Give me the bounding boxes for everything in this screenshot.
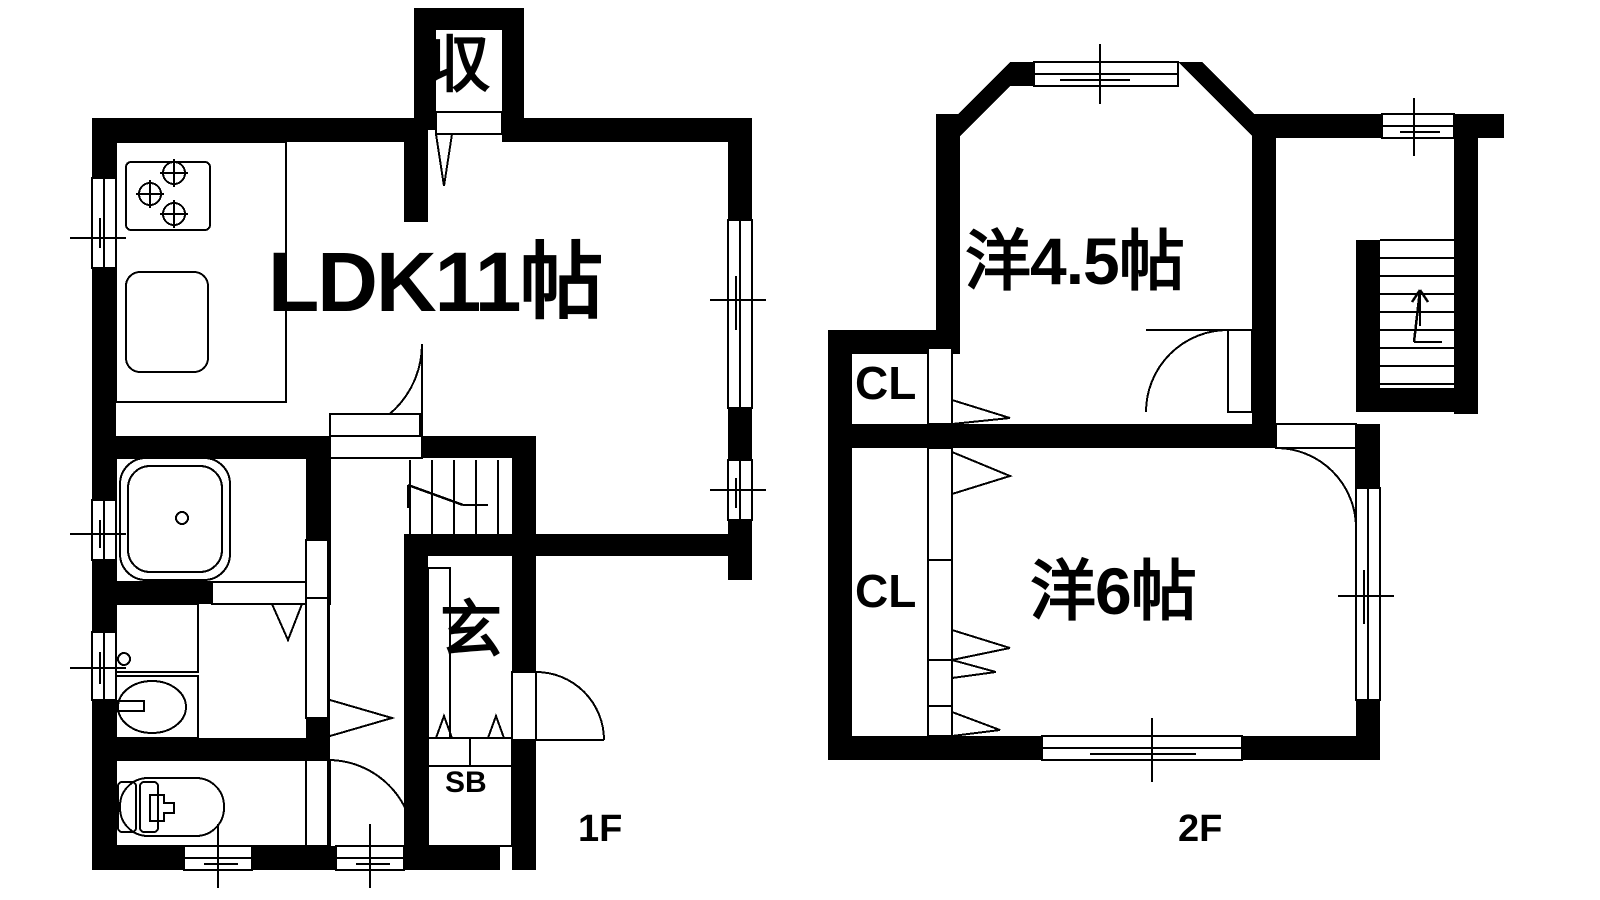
door-room-6 — [1275, 423, 1357, 529]
floor-1f-group — [70, 8, 766, 888]
room-label-entrance: 玄 — [440, 596, 503, 665]
window-bath-left — [70, 499, 126, 561]
door-ldk-hall — [329, 343, 423, 459]
window-entrance-bottom — [335, 824, 405, 888]
room-label-shoebox: SB — [445, 766, 487, 799]
window-ldk-right-lower — [710, 459, 766, 521]
door-bath — [211, 581, 331, 643]
window-stair-top — [1381, 98, 1455, 156]
bathtub-drain — [175, 511, 189, 525]
openings-2f — [927, 44, 1455, 782]
floor-label-1f: 1F — [578, 808, 623, 850]
room-label-western-6: 洋6帖 — [1030, 554, 1197, 628]
window-kitchen-left — [70, 177, 126, 269]
toilet — [149, 794, 175, 822]
closet-label-lower: CL — [855, 565, 917, 617]
door-washroom — [305, 539, 396, 737]
walls-1f — [92, 8, 752, 870]
hall-opening-upper — [329, 413, 421, 437]
shoe-box — [427, 713, 513, 847]
closet-doors-cl-upper — [927, 347, 1011, 425]
bay-window-top — [1033, 44, 1179, 104]
room-label-storage: 収 — [428, 31, 491, 100]
floor-label-2f: 2F — [1178, 808, 1223, 850]
window-toilet-bottom — [183, 824, 253, 888]
door-toilet — [305, 759, 415, 847]
floor-2f-group — [828, 44, 1504, 782]
room-label-ldk: LDK11帖 — [268, 235, 603, 329]
window-room6-bottom — [1041, 718, 1243, 782]
wash-basin — [117, 680, 187, 734]
closet-door-storage — [435, 111, 503, 187]
door-entrance — [511, 671, 605, 741]
openings-1f — [70, 111, 766, 888]
closet-label-upper: CL — [855, 357, 917, 409]
door-room-4p5 — [1145, 329, 1253, 413]
window-room6-right — [1338, 487, 1394, 701]
closet-doors-cl-lower — [927, 447, 1013, 737]
window-washroom-left — [70, 631, 126, 701]
gas-stove-3-burner — [136, 159, 188, 228]
window-ldk-right-upper — [710, 219, 766, 409]
room-label-western-4p5: 洋4.5帖 — [965, 224, 1185, 298]
washbasin-drain — [117, 652, 131, 666]
staircase-up — [407, 460, 499, 534]
staircase-down — [1380, 239, 1478, 385]
